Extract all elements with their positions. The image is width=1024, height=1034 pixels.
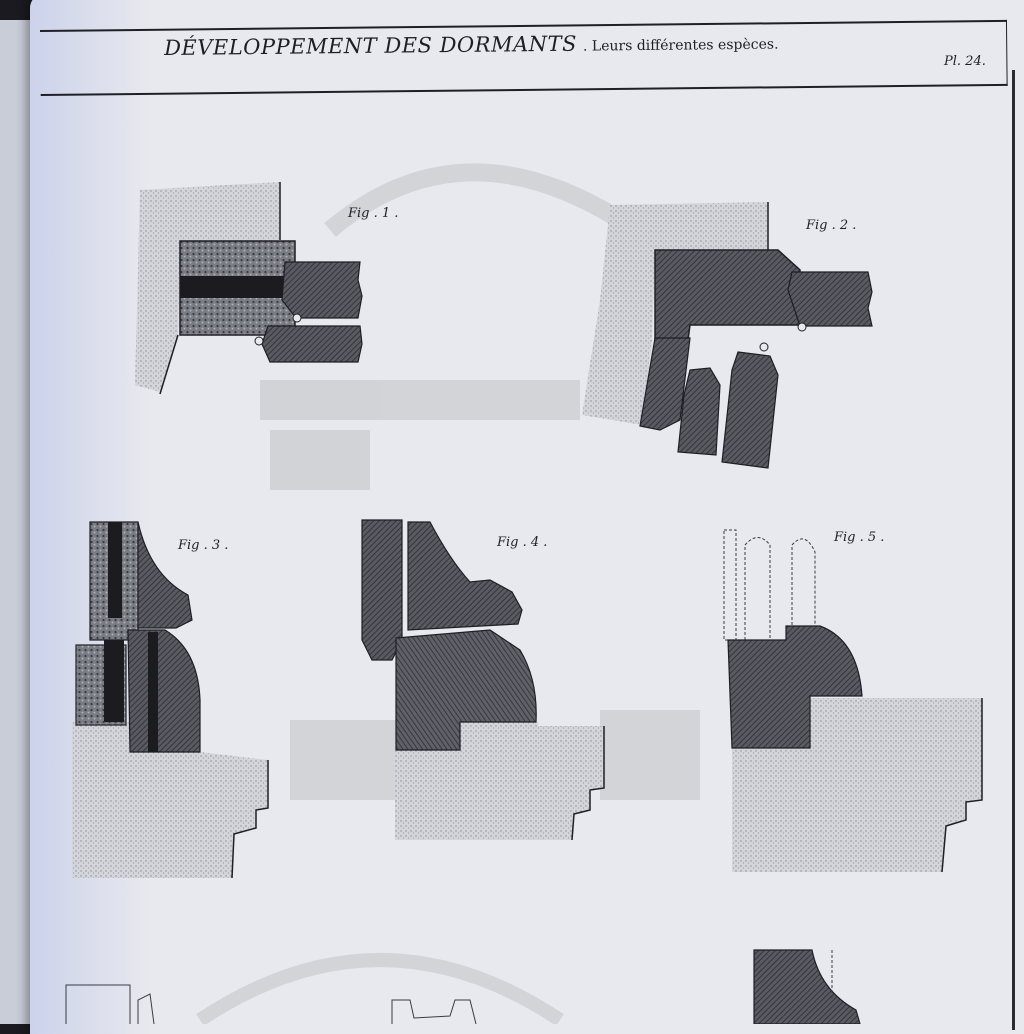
figure-3-label: Fig . 3 . (178, 538, 229, 553)
bottom-row-partial-figures (65, 949, 861, 1024)
figure-4-label: Fig . 4 . (497, 535, 548, 550)
figure-5-label: Fig . 5 . (834, 530, 885, 545)
figure-2-drawing (582, 202, 873, 469)
figure-1-label: Fig . 1 . (348, 206, 399, 221)
show-through-ghost (196, 163, 700, 1024)
plate-number: Pl. 24. (944, 54, 986, 69)
figure-1-drawing (135, 182, 363, 395)
figure-4-drawing (361, 519, 605, 841)
figure-3-drawing (72, 521, 269, 879)
figure-2-label: Fig . 2 . (806, 218, 857, 233)
figure-5-drawing (723, 529, 983, 873)
page-right-border (1012, 70, 1015, 1030)
